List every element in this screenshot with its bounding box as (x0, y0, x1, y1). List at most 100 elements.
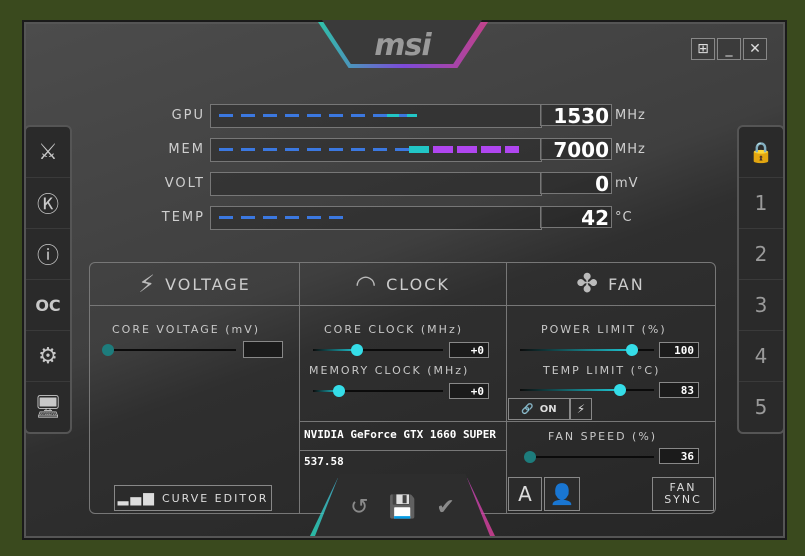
temp-limit-label: TEMP LIMIT (°C) (543, 364, 661, 377)
minimize-button[interactable]: _ (717, 38, 741, 60)
power-limit-slider[interactable] (520, 344, 654, 356)
window-controls: ⊞ _ ✕ (691, 38, 767, 60)
fan-header: ✤ FAN (506, 263, 715, 306)
bottom-tab (315, 474, 490, 536)
clock-header: ◠ CLOCK (299, 263, 506, 306)
profile-5-button[interactable]: 5 (754, 395, 768, 419)
core-clock-knob[interactable] (351, 344, 363, 356)
temp-bar-segments (219, 216, 349, 219)
core-clock-input[interactable]: +0 (449, 342, 489, 358)
gpu-clock-value: 1530 (540, 104, 612, 127)
msi-dragon-icon[interactable]: ⚔ (26, 127, 70, 178)
mem-bar-peak (433, 146, 519, 153)
voltage-meter: VOLT 0 mV (150, 172, 660, 196)
clock-section: ◠ CLOCK CORE CLOCK (MHz) +0 MEMORY CLOCK… (299, 263, 507, 513)
gpu-bar-segments (219, 114, 409, 117)
voltage-title: VOLTAGE (165, 274, 251, 294)
temp-limit-knob[interactable] (614, 384, 626, 396)
monitoring-icon[interactable]: 🖥 (34, 394, 62, 420)
voltage-header: ⚡ VOLTAGE (90, 263, 299, 306)
control-panel: ⚡ VOLTAGE CORE VOLTAGE (mV) ▂▄▆ CURVE ED… (89, 262, 716, 514)
core-voltage-slider[interactable] (102, 344, 236, 356)
oc-scanner-icon[interactable]: OC (26, 280, 70, 331)
voltage-section: ⚡ VOLTAGE CORE VOLTAGE (mV) ▂▄▆ CURVE ED… (90, 263, 300, 513)
curve-editor-button[interactable]: ▂▄▆ CURVE EDITOR (114, 485, 272, 511)
metric-unit: mV (615, 176, 639, 191)
core-voltage-label: CORE VOLTAGE (mV) (112, 323, 261, 336)
bottom-actions: ↺ 💾 ✔ (340, 495, 465, 520)
gpu-clock-bar (210, 104, 542, 128)
fan-speed-input[interactable]: 36 (659, 448, 699, 464)
curve-editor-icon: ▂▄▆ (117, 490, 156, 506)
mem-bar-segments (219, 148, 409, 151)
core-clock-slider[interactable] (313, 344, 443, 356)
metric-label: MEM (168, 142, 205, 157)
memory-clock-fill (313, 390, 339, 392)
fan-sync-button[interactable]: FAN SYNC (652, 477, 714, 511)
fan-speed-knob[interactable] (524, 451, 536, 463)
auto-fan-label: A (518, 482, 532, 506)
temperature-meter: TEMP 42 °C (150, 206, 660, 230)
voltage-value: 0 (540, 172, 612, 195)
fan-divider (506, 421, 715, 422)
profile-1-button[interactable]: 1 (739, 178, 783, 229)
temperature-value: 42 (540, 206, 612, 229)
memory-clock-label: MEMORY CLOCK (MHz) (309, 364, 470, 377)
auto-fan-button[interactable]: A (508, 477, 542, 511)
metric-unit: MHz (615, 108, 646, 123)
profile-2-button[interactable]: 2 (739, 229, 783, 280)
save-icon[interactable]: 💾 (388, 495, 417, 520)
link-toggle[interactable]: 🔗 ON (508, 398, 570, 420)
lock-icon[interactable]: 🔒 (739, 127, 783, 178)
memory-clock-slider[interactable] (313, 385, 443, 397)
fan-icon: ✤ (576, 269, 601, 299)
power-limit-input[interactable]: 100 (659, 342, 699, 358)
metric-unit: °C (615, 210, 633, 225)
lightning-small-icon: ⚡ (576, 402, 586, 416)
temp-limit-input[interactable]: 83 (659, 382, 699, 398)
gpu-clock-meter: GPU 1530 MHz (150, 104, 660, 128)
power-limit-label: POWER LIMIT (%) (541, 323, 667, 336)
driver-version: 537.58 (304, 455, 344, 468)
clock-title: CLOCK (386, 274, 450, 294)
power-limit-fill (520, 349, 632, 351)
temperature-bar (210, 206, 542, 230)
kombustor-icon[interactable]: Ⓚ (26, 178, 70, 229)
core-clock-label: CORE CLOCK (MHz) (324, 323, 464, 336)
left-sidebar: ⚔ Ⓚ ⓘ OC ⚙ 🖥 (24, 125, 72, 434)
close-button[interactable]: ✕ (743, 38, 767, 60)
windows-logo-button[interactable]: ⊞ (691, 38, 715, 60)
gpu-info-box (299, 421, 506, 451)
core-voltage-input[interactable] (243, 341, 283, 358)
voltage-bar (210, 172, 542, 196)
core-clock-fill (313, 349, 357, 351)
lightning-icon: ⚡ (138, 270, 158, 298)
link-toggle-label: ON (539, 403, 557, 415)
metric-label: TEMP (161, 210, 205, 225)
memory-clock-knob[interactable] (333, 385, 345, 397)
profile-3-button[interactable]: 3 (739, 280, 783, 331)
link-icon: 🔗 (521, 403, 534, 415)
user-fan-button[interactable]: 👤 (544, 477, 580, 511)
msi-logo: msi (374, 28, 431, 63)
profile-4-button[interactable]: 4 (739, 331, 783, 382)
temp-limit-slider[interactable] (520, 384, 654, 396)
apply-icon[interactable]: ✔ (436, 495, 455, 520)
memory-clock-bar (210, 138, 542, 162)
power-limit-knob[interactable] (626, 344, 638, 356)
memory-clock-input[interactable]: +0 (449, 383, 489, 399)
boost-lightning-button[interactable]: ⚡ (570, 398, 592, 420)
logo-tab (322, 20, 482, 64)
fan-title: FAN (608, 274, 645, 294)
fan-speed-slider[interactable] (524, 451, 654, 463)
settings-gear-icon[interactable]: ⚙ (26, 331, 70, 382)
core-voltage-knob[interactable] (102, 344, 114, 356)
speedometer-icon: ◠ (355, 270, 379, 298)
reset-icon[interactable]: ↺ (350, 495, 369, 520)
right-sidebar: 🔒 1 2 3 4 5 (737, 125, 785, 434)
memory-clock-meter: MEM 7000 MHz (150, 138, 660, 162)
fan-sync-label-1: FAN (669, 481, 697, 494)
fan-section: ✤ FAN POWER LIMIT (%) 100 TEMP LIMIT (°C… (506, 263, 715, 513)
info-icon[interactable]: ⓘ (26, 229, 70, 280)
